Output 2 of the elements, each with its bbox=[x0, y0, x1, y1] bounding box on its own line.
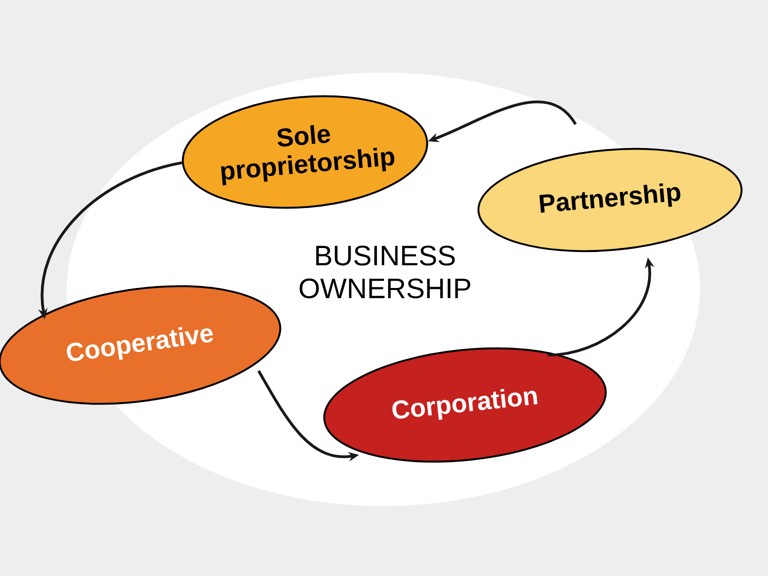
ellipse-node: Partnership bbox=[478, 148, 742, 252]
center-title: BUSINESS OWNERSHIP bbox=[300, 246, 470, 298]
